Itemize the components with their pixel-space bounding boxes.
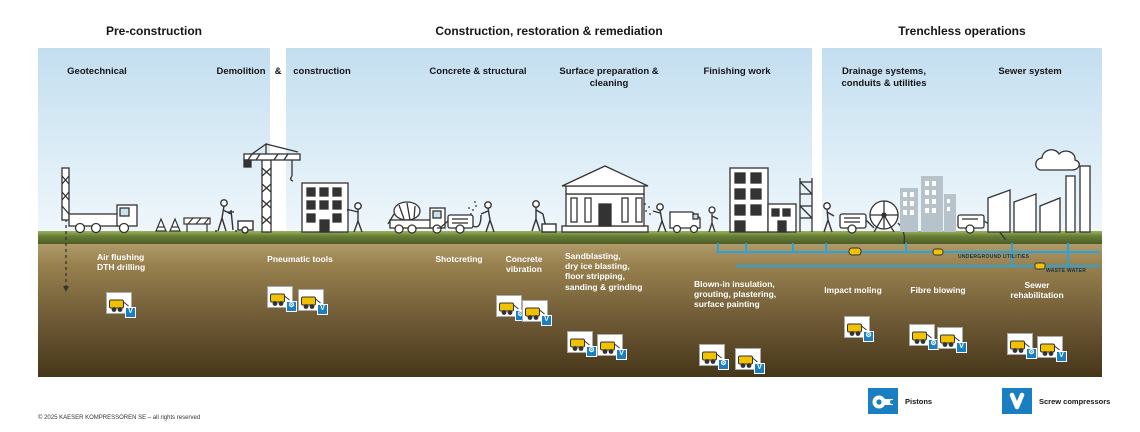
traffic-cones-barrier (155, 217, 211, 232)
machine-thumbnail: ⚙ (1007, 333, 1037, 359)
sky-panel-preconstruction (38, 48, 270, 232)
app-pneumatic-tools: Pneumatic tools (267, 254, 333, 264)
machine-thumbnail: ⚙ (909, 324, 939, 350)
machine-thumbnail: V (1037, 336, 1067, 362)
screw-compressor-badge-icon: V (317, 304, 328, 315)
sandblasting-worker (644, 203, 667, 233)
app-fibre-blowing: Fibre blowing (910, 285, 966, 295)
app-sewer-rehabilitation: Sewer rehabilitation (1010, 280, 1064, 301)
insulation-worker (708, 206, 719, 233)
machine-thumbnail: V (937, 327, 967, 353)
scaffold (799, 178, 813, 232)
app-blown-in-insulation: Blown-in insulation, grouting, plasterin… (694, 279, 777, 310)
piston-badge-icon: ⚙ (286, 301, 297, 312)
shotcreting-worker (468, 201, 495, 233)
jackhammer-worker (215, 199, 254, 234)
machine-thumbnail: V (106, 292, 136, 318)
machine-thumbnail: ⚙ (844, 316, 874, 342)
machine-thumbnail: ⚙ (699, 344, 729, 370)
app-sandblasting: Sandblasting, dry ice blasting, floor st… (565, 251, 643, 292)
machine-thumbnail: ⚙ (496, 295, 526, 321)
wall-drilling-worker (347, 202, 363, 233)
spray-dots (468, 201, 477, 215)
cable-reel (869, 200, 906, 245)
legend-label-screw-compressors: Screw compressors (1039, 396, 1111, 406)
machine-thumbnail: V (298, 289, 328, 315)
screw-compressor-badge-icon: V (616, 349, 627, 360)
column-concrete-structural: Concrete & structural (429, 66, 527, 77)
legend-item-pistons: Pistons (868, 388, 932, 414)
machine-thumbnail: ⚙ (567, 331, 597, 357)
piston-badge-icon: ⚙ (1026, 348, 1037, 359)
equipment-van (669, 211, 701, 234)
section-title-pre-construction: Pre-construction (105, 24, 203, 38)
sky-panel-construction (286, 48, 812, 232)
machine-thumbnail: V (597, 334, 627, 360)
waste-water-label: WASTE WATER (1046, 268, 1087, 274)
impact-mole (848, 247, 862, 256)
city-skyline (900, 176, 956, 232)
trenchless-worker (823, 202, 835, 233)
smoke-cloud (1035, 149, 1080, 171)
piston-icon (868, 388, 898, 414)
piston-badge-icon: ⚙ (863, 331, 874, 342)
column-finishing-work: Finishing work (703, 66, 771, 77)
sewer-robot (1034, 262, 1046, 270)
screw-compressor-badge-icon: V (754, 363, 765, 374)
machine-thumbnail: ⚙ (267, 286, 297, 312)
column-ampersand: & (274, 66, 282, 77)
app-impact-moling: Impact moling (824, 285, 882, 295)
concrete-mixer-truck (387, 201, 446, 234)
construction-building (301, 182, 349, 233)
machine-thumbnail: V (735, 348, 765, 374)
compressor-trailer-moling (839, 213, 875, 234)
column-demolition: Demolition (216, 66, 266, 77)
legend-label-pistons: Pistons (905, 396, 933, 406)
screw-compressor-badge-icon: V (956, 342, 967, 353)
column-construction: construction (293, 66, 351, 77)
legend-item-screw-compressors: Screw compressors (1002, 388, 1110, 414)
compressor-trailer-shotcrete (437, 214, 474, 234)
machine-thumbnail: V (522, 300, 552, 326)
piston-badge-icon: ⚙ (718, 359, 729, 370)
section-title-trenchless-operations: Trenchless operations (898, 24, 1026, 38)
copyright-text: © 2025 KAESER KOMPRESSOREN SE – all righ… (38, 415, 201, 421)
screw-compressor-icon (1002, 388, 1032, 414)
column-drainage-systems: Drainage systems, conduits & utilities (841, 66, 927, 89)
section-title-construction-restoration: Construction, restoration & remediation (435, 24, 663, 38)
classical-building (561, 165, 649, 233)
factory (987, 149, 1091, 233)
finishing-building (729, 167, 813, 233)
piston-badge-icon: ⚙ (586, 346, 597, 357)
underground-utilities-label: UNDERGROUND UTILITIES (958, 254, 1030, 260)
column-surface-preparation: Surface preparation & cleaning (559, 66, 659, 89)
fibre-blowing-head (932, 248, 944, 256)
screw-compressor-badge-icon: V (1056, 351, 1067, 362)
column-geotechnical: Geotechnical (67, 66, 127, 77)
tower-crane (243, 142, 301, 233)
column-sewer-system: Sewer system (998, 66, 1062, 77)
screw-compressor-badge-icon: V (541, 315, 552, 326)
concrete-vibration-worker (531, 200, 557, 233)
app-concrete-vibration: Concrete vibration (505, 254, 543, 275)
app-shotcreting: Shotcreting (435, 254, 483, 264)
screw-compressor-badge-icon: V (125, 307, 136, 318)
drill-rig-truck (61, 167, 138, 292)
app-air-flushing-dth-drilling: Air flushing DTH drilling (97, 252, 146, 273)
grass-strip (38, 231, 1102, 244)
